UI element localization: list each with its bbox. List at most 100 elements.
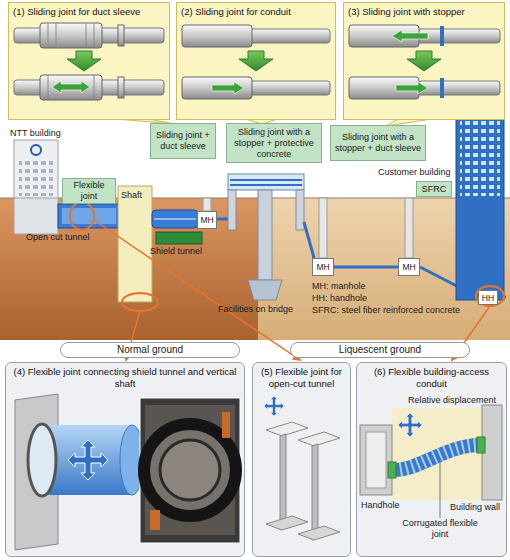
shaft [118,186,152,302]
abutment [296,190,304,230]
four-way-arrow [398,413,422,437]
outer-pipe [182,25,252,47]
highlight-circle [70,202,94,230]
beam-web [312,444,318,540]
sliding-arrow [52,81,90,93]
inner-pipe [236,29,330,43]
sleeve-ridges [48,75,94,100]
box-label: Flexible joint [66,180,112,202]
highlight-circle [476,286,504,306]
box-label: Sliding joint with a stopper + protectiv… [230,127,318,160]
label-box: Sliding joint + duct sleeve [150,123,216,159]
beam-flange [266,516,308,530]
handhole [360,425,392,495]
conduit [334,266,398,269]
outer-pipe [182,77,252,99]
manhole-box: MH [312,258,334,276]
handhole-label: HH [482,293,494,303]
beam-flange [298,526,340,540]
panel-heading: (6) Flexible building-access conduit [357,363,506,393]
photo-detail [222,412,230,438]
beam-flange [266,422,308,436]
beam-flange [298,432,340,446]
inner-pipe [400,29,500,43]
leader-arrow [94,220,300,360]
customer-building [456,96,504,300]
callout-panel: (3) Sliding joint with stopper [343,2,505,120]
bridge-conduit [230,179,302,181]
panel-heading: (5) Flexible joint for open-cut tunnel [253,363,350,393]
box-label: SFRC [422,184,447,195]
annotation-label: MH: manhole [312,281,366,292]
detail-panel: (4) Flexible joint connecting shield tun… [5,362,245,557]
pipe [14,28,164,43]
outer-pipe [349,77,419,99]
soil [392,408,482,500]
shaft-wall [15,394,58,550]
open-cut-tunnel [58,204,120,228]
manhole-box: MH [398,258,420,276]
shield-block [156,232,202,244]
panel-heading: (4) Flexible joint connecting shield tun… [6,363,244,393]
box-label: Sliding joint with a stopper + duct slee… [334,132,422,154]
annotation-label: Shield tunnel [150,246,202,257]
duct-sleeve [40,23,102,48]
ntt-building [14,140,58,200]
photo-ring [160,440,220,500]
abutment [228,190,236,230]
label-box: Sliding joint with a stopper + duct slee… [330,125,426,161]
label-box: Sliding joint with a stopper + protectiv… [226,123,322,163]
stopper [440,78,444,98]
annotation-label: Shaft [121,190,142,201]
leader-line [440,462,441,518]
ground-tag: Liquescent ground [290,342,470,358]
pipe [14,80,164,95]
building-basement [14,198,58,234]
bridge-conduit [230,184,302,186]
photo [140,398,240,543]
ground-label: Liquescent ground [339,344,421,356]
pier-footing [248,280,282,300]
transition-arrow [239,51,273,71]
joint-ring [118,25,124,46]
tunnel-highlight [154,218,196,220]
beam-web [280,434,286,530]
manhole-label: MH [200,215,213,225]
joint-ring [118,77,124,98]
callout-panel: (2) Sliding joint for conduit [176,2,336,120]
transition-arrow [67,51,101,71]
detail-panel: (5) Flexible joint for open-cut tunnel [252,362,351,557]
bridge-deck [228,174,304,190]
sleeve-ridges [48,23,94,48]
photo-background [145,405,235,535]
manhole-label: MH [402,262,415,272]
manhole-neck [203,198,211,211]
stopper [440,26,444,46]
pipe-fitting [388,462,396,478]
four-way-arrow [264,396,284,416]
panel-heading: (2) Sliding joint for conduit [177,3,335,21]
bridge-pier [258,190,272,280]
sliding-arrow [396,82,428,94]
manhole-neck [319,198,327,258]
four-way-arrow [68,440,108,480]
annotation-label: HH: handhole [312,293,367,304]
manhole-label: MH [316,262,329,272]
shield-tunnel [152,210,198,228]
flexible-ring [28,424,56,496]
label-box: Flexible joint [62,178,116,204]
tunnel-end [120,425,144,495]
corrugated-pipe [394,445,480,470]
sliding-arrow [212,82,244,94]
manhole-box: MH [197,211,217,229]
conduit [304,222,314,258]
annotation-label: Customer building [378,167,451,178]
corrugation [394,445,480,470]
ground-label: Normal ground [117,344,183,356]
annotation-label: Open cut tunnel [26,232,90,243]
annotation-label: SFRC: steel fiber reinforced concrete [312,305,460,316]
callout-panel: (1) Sliding joint for duct sleeve [8,2,170,120]
handhole-interior [366,432,386,488]
label-box: SFRC [416,181,452,197]
panel-heading: (3) Sliding joint with stopper [344,3,504,21]
